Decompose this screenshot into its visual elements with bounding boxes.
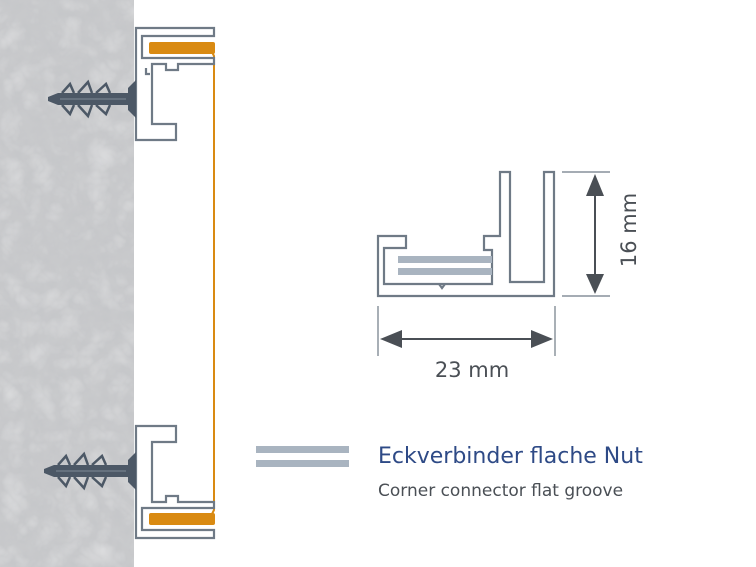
connector-profile [376,170,556,298]
connector-bars [398,256,492,275]
bottom-wall-profile [134,424,216,540]
legend-subtitle: Corner connector flat groove [378,481,624,501]
panel-edge [211,51,215,515]
width-dimension [377,306,556,356]
bottom-panel-strip [149,513,215,525]
top-screw-icon [48,79,136,119]
width-label: 23 mm [435,358,509,382]
legend-title: Eckverbinder flache Nut [378,444,643,469]
height-label: 16 mm [617,193,641,267]
connector-legend-icon [256,446,349,467]
top-wall-profile [134,26,216,142]
height-dimension [562,171,610,297]
bottom-screw-icon [44,451,136,491]
top-panel-strip [149,42,215,54]
